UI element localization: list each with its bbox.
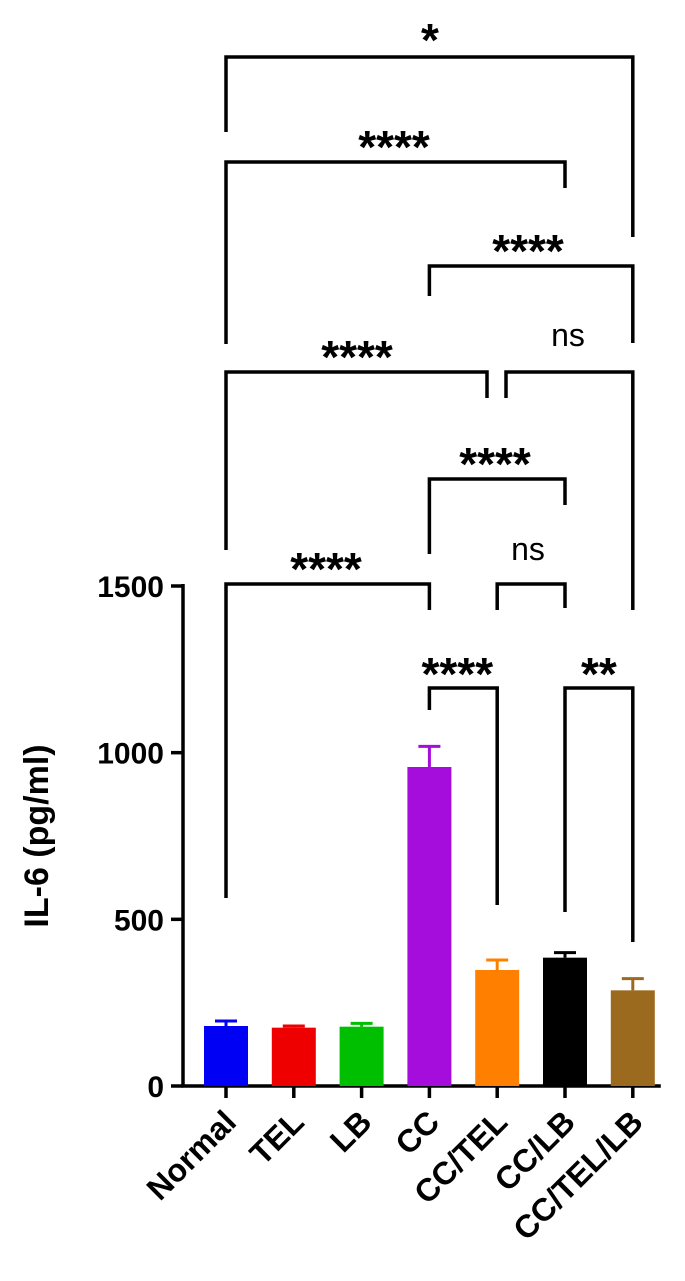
significance-bracket [504, 370, 635, 610]
significance-bracket [495, 582, 567, 610]
significance-brackets: **********ns********ns********* [224, 14, 635, 942]
significance-label: **** [290, 543, 362, 595]
x-tick-label: Normal [140, 1103, 243, 1206]
significance-label: **** [321, 331, 393, 383]
bar-tel [271, 1027, 316, 1086]
y-tick-label: 1500 [97, 571, 164, 604]
significance-label-ns: ns [551, 317, 585, 353]
bar-lb [339, 1026, 384, 1086]
significance-label: ** [581, 648, 617, 700]
x-tick-label: LB [323, 1103, 379, 1159]
significance-bracket [427, 686, 499, 905]
y-tick-label: 1000 [97, 738, 164, 771]
significance-bracket [224, 582, 432, 898]
significance-label-ns: ns [511, 531, 545, 567]
bar-cc-lb [543, 957, 587, 1086]
significance-label: **** [358, 121, 430, 173]
significance-bracket [224, 160, 567, 344]
y-tick-label: 500 [114, 904, 164, 937]
significance-label: **** [492, 225, 564, 277]
bar-normal [204, 1026, 248, 1086]
significance-label: * [421, 14, 439, 66]
bars [204, 744, 655, 1086]
significance-bracket [427, 477, 567, 554]
significance-label: **** [421, 648, 493, 700]
bar-cc-tel-lb [610, 990, 655, 1086]
y-tick-label: 0 [147, 1071, 164, 1104]
bar-cc [407, 767, 452, 1086]
significance-bracket [224, 370, 489, 550]
x-tick-label: CC [388, 1103, 446, 1161]
bar-cc-tel [475, 970, 520, 1086]
significance-bracket [427, 264, 635, 343]
significance-bracket [224, 55, 635, 237]
significance-label: **** [459, 438, 531, 490]
significance-bracket [563, 686, 635, 942]
y-axis-title: IL-6 (pg/ml) [18, 744, 56, 927]
x-tick-label: TEL [243, 1103, 311, 1171]
